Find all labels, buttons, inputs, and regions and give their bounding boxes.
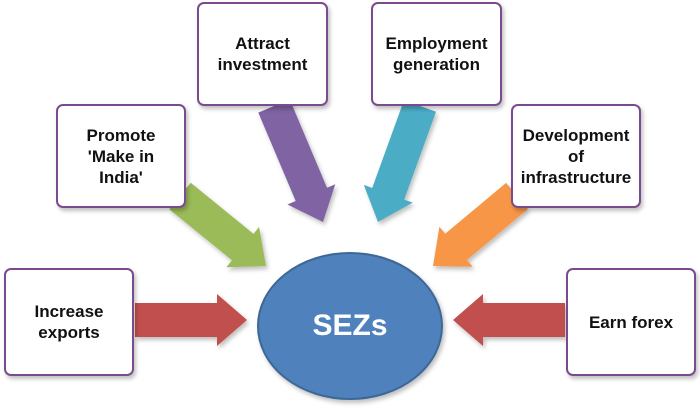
node-promote-make-in-india: Promote 'Make in India' (56, 104, 186, 208)
arrow-increase-exports (135, 294, 247, 346)
center-label: SEZs (312, 309, 388, 342)
node-attract-investment: Attract investment (197, 2, 328, 106)
node-development-of-infrastructure: Development of infrastructure (511, 104, 641, 208)
arrow-attract-investment (258, 99, 336, 222)
arrow-employment-generation (363, 100, 436, 222)
center-circle (257, 252, 443, 400)
node-employment-generation: Employment generation (371, 2, 502, 106)
arrow-development-of-infrastructure (433, 182, 528, 267)
arrow-earn-forex (453, 294, 565, 346)
node-earn-forex: Earn forex (566, 268, 696, 376)
node-increase-exports: Increase exports (4, 268, 134, 376)
arrow-promote-make-in-india (169, 182, 266, 268)
